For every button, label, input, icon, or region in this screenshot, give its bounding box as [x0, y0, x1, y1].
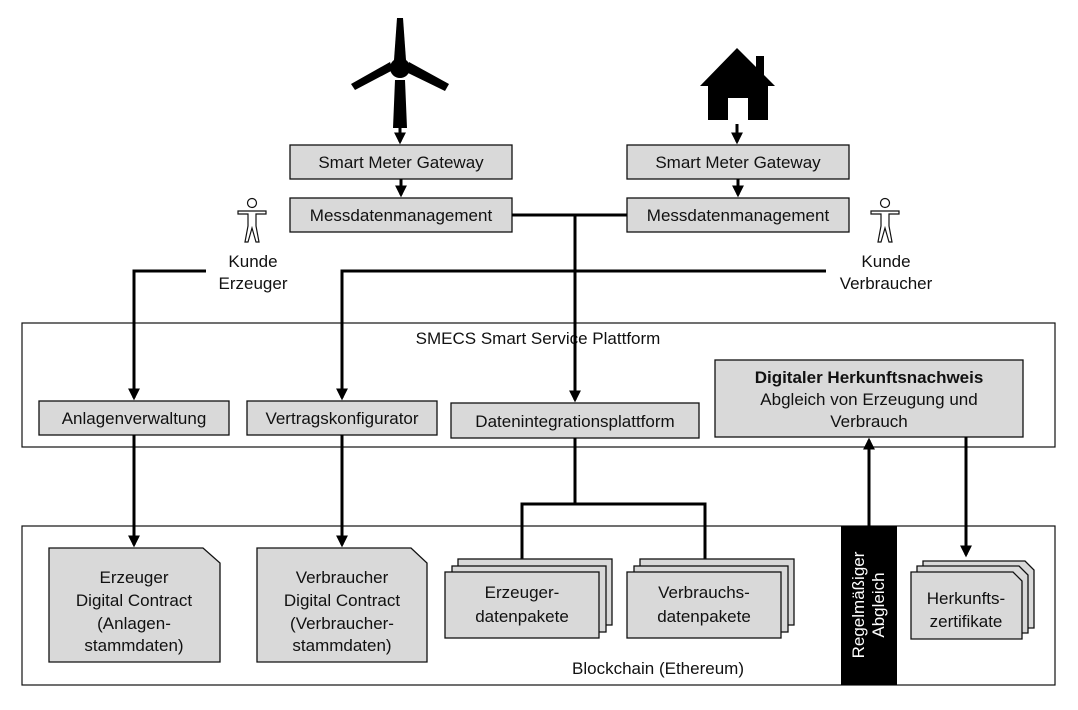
producer-contract-line: Erzeuger: [100, 568, 169, 587]
right-gateway-box[interactable]: [626, 144, 850, 180]
vertragskonfigurator-box[interactable]: [246, 400, 438, 436]
sync-band: [841, 526, 897, 685]
blockchain-frame: [21, 525, 1056, 686]
producer-packets-stack[interactable]: [444, 558, 613, 639]
consumer-packets-line: Verbrauchs-: [658, 583, 750, 602]
house-icon: [700, 48, 775, 120]
left-gateway-label: Smart Meter Gateway: [318, 153, 484, 172]
right-mdm-label: Messdatenmanagement: [647, 206, 830, 225]
vertragskonfigurator-label: Vertragskonfigurator: [265, 409, 418, 428]
datenintegration-box[interactable]: [450, 402, 700, 439]
herkunftsnachweis-line2: Verbrauch: [830, 412, 908, 431]
consumer-contract-line: stammdaten): [292, 636, 391, 655]
herkunftsnachweis-box[interactable]: [714, 359, 1024, 438]
certificates-line: zertifikate: [930, 612, 1003, 631]
consumer-packets-stack[interactable]: [626, 558, 795, 639]
producer-contract-line: Digital Contract: [76, 591, 192, 610]
producer-contract-line: (Anlagen-: [97, 614, 171, 633]
certificates-line: Herkunfts-: [927, 589, 1005, 608]
producer-contract-doc[interactable]: [48, 547, 221, 663]
producer-actor-line2: Erzeuger: [219, 274, 288, 293]
consumer-packets-line: datenpakete: [657, 607, 751, 626]
person-icon: [870, 197, 900, 243]
arrow-consumer-to-vertrag: [336, 269, 826, 401]
sync-band-line2: Abgleich: [869, 572, 888, 637]
consumer-contract-line: Digital Contract: [284, 591, 400, 610]
wind-turbine-icon: [351, 18, 449, 128]
consumer-actor-line1: Kunde: [861, 252, 910, 271]
left-mdm-label: Messdatenmanagement: [310, 206, 493, 225]
producer-packets-line: datenpakete: [475, 607, 569, 626]
blockchain-title: Blockchain (Ethereum): [572, 659, 744, 678]
certificates-stack[interactable]: [910, 560, 1035, 640]
anlagenverwaltung-label: Anlagenverwaltung: [62, 409, 207, 428]
platform-title: SMECS Smart Service Plattform: [416, 329, 661, 348]
arrow-daten-to-producer-packets: [516, 438, 577, 571]
person-icon: [237, 197, 267, 243]
consumer-actor-line2: Verbraucher: [840, 274, 933, 293]
herkunftsnachweis-line1: Abgleich von Erzeugung und: [760, 390, 977, 409]
datenintegration-label: Datenintegrationsplattform: [475, 412, 674, 431]
platform-frame: [21, 322, 1056, 448]
consumer-contract-line: Verbraucher: [296, 568, 389, 587]
producer-contract-line: stammdaten): [84, 636, 183, 655]
herkunftsnachweis-title: Digitaler Herkunftsnachweis: [755, 368, 984, 387]
right-gateway-label: Smart Meter Gateway: [655, 153, 821, 172]
consumer-contract-line: (Verbraucher-: [290, 614, 394, 633]
producer-packets-line: Erzeuger-: [485, 583, 560, 602]
producer-actor-line1: Kunde: [228, 252, 277, 271]
arrow-producer-to-anlagen: [128, 269, 206, 401]
left-gateway-box[interactable]: [289, 144, 513, 180]
sync-band-line1: Regelmäßiger: [849, 551, 868, 658]
anlagenverwaltung-box[interactable]: [38, 400, 230, 436]
consumer-contract-doc[interactable]: [256, 547, 428, 663]
arrow-daten-to-consumer-packets: [575, 502, 711, 571]
